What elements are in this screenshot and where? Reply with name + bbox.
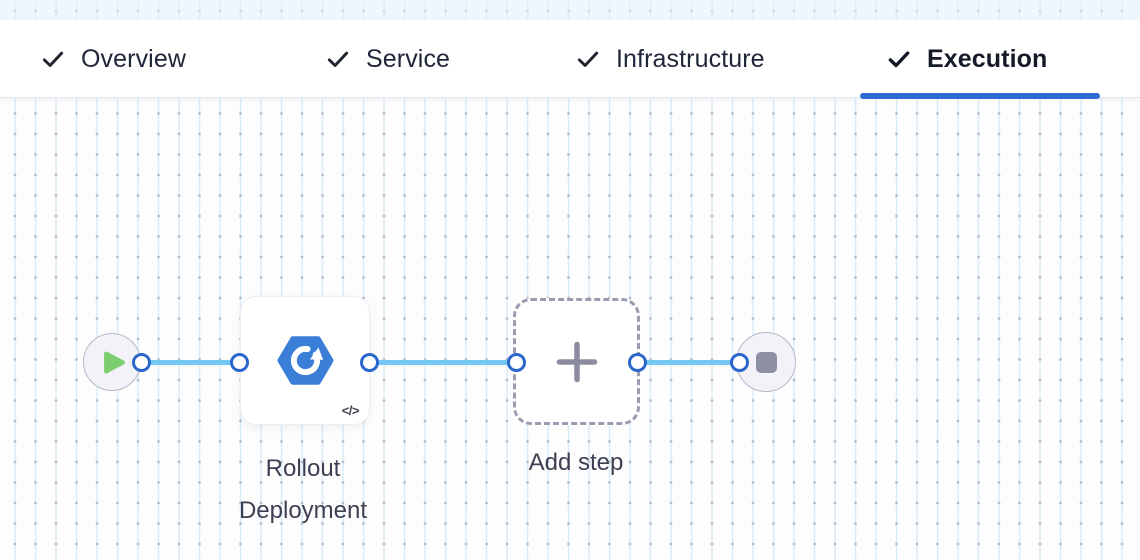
code-icon[interactable]: </> (341, 403, 360, 418)
port-addstep-out[interactable] (627, 353, 647, 372)
stop-icon (755, 351, 777, 373)
k8s-rollout-hexagon-icon (276, 336, 334, 385)
tab-label: Execution (927, 44, 1048, 73)
port-step-out[interactable] (359, 353, 379, 372)
tab-overview[interactable]: Overview (40, 20, 186, 98)
add-step-button[interactable] (513, 298, 640, 425)
check-icon (327, 51, 349, 67)
port-addstep-in[interactable] (506, 353, 526, 372)
tab-label: Service (366, 44, 451, 73)
tab-service[interactable]: Service (325, 20, 450, 98)
tab-execution[interactable]: Execution (886, 20, 1047, 98)
start-node[interactable] (83, 333, 141, 391)
edge-addstep-to-end (637, 360, 739, 365)
edge-start-to-step (141, 360, 239, 365)
step-label: Rollout Deployment (238, 455, 368, 524)
add-step-label: Add step (528, 449, 624, 476)
play-icon (104, 351, 125, 373)
check-icon (42, 51, 64, 67)
check-icon (577, 51, 599, 67)
plus-icon (556, 341, 597, 382)
tab-infrastructure[interactable]: Infrastructure (575, 20, 765, 98)
tab-label: Overview (81, 44, 186, 73)
check-icon (888, 51, 910, 68)
tab-label: Infrastructure (616, 44, 765, 73)
port-end-in[interactable] (729, 353, 749, 372)
step-rollout-deployment[interactable]: </> (240, 296, 370, 425)
active-tab-underline (860, 93, 1100, 99)
canvas-top-strip (0, 0, 1140, 20)
port-step-in[interactable] (229, 353, 249, 372)
stage-tabbar: Overview Service Infrastructure Executio… (0, 20, 1140, 99)
edge-step-to-addstep (369, 360, 516, 365)
port-start-out[interactable] (131, 353, 151, 372)
